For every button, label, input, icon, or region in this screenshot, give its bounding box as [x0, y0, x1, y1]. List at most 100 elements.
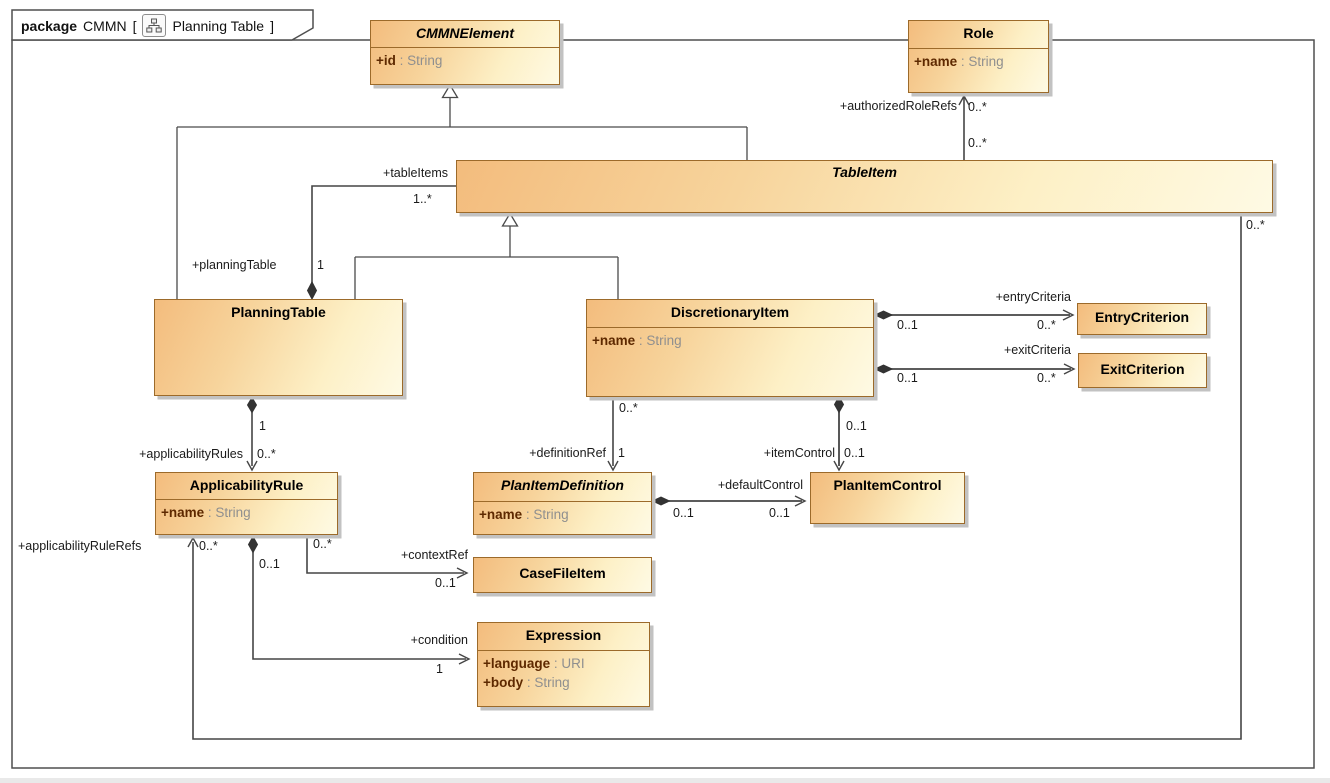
attribute-type: : String — [204, 505, 251, 520]
class-box-casefileitem: CaseFileItem — [473, 557, 652, 593]
multiplicity-itemcontrol-source: 0..1 — [846, 419, 867, 433]
class-box-tableitem: TableItem — [456, 160, 1273, 213]
attribute-name: +name — [914, 54, 958, 69]
multiplicity-applicabilityrules-target: 0..* — [257, 447, 276, 461]
composition-diamond-exitcriteria — [873, 364, 894, 374]
class-box-planitemdefinition: PlanItemDefinition +name : String — [473, 472, 652, 535]
class-title: EntryCriterion — [1094, 309, 1190, 325]
multiplicity-definitionref-target: 1 — [618, 446, 625, 460]
arrow-defaultcontrol — [794, 495, 807, 507]
package-keyword: package — [21, 17, 78, 34]
multiplicity-contextref-source: 0..* — [313, 537, 332, 551]
generalization-triangle-cmmnelement — [441, 83, 459, 99]
class-box-planitemcontrol: PlanItemControl — [810, 472, 965, 524]
role-label-planningtable: +planningTable — [192, 258, 277, 272]
generalization-to-tableitem — [354, 226, 619, 299]
class-title: Expression — [525, 627, 602, 643]
attribute-compartment: +name : String — [156, 499, 337, 522]
arrow-authorizedrolerefs — [958, 94, 970, 106]
attribute-type: : String — [635, 333, 682, 348]
class-title: Role — [963, 25, 994, 41]
composition-diamond-planningtable-bottom — [246, 396, 258, 414]
multiplicity-applicabilityrules-source: 1 — [259, 419, 266, 433]
multiplicity-condition-source: 0..1 — [259, 557, 280, 571]
attribute-type: : String — [395, 53, 443, 68]
role-label-contextref: +contextRef — [400, 548, 468, 562]
multiplicity-definitionref-source: 0..* — [619, 401, 638, 415]
arrow-applicabilityrulerefs — [187, 536, 199, 548]
attribute-compartment: +id : String — [371, 47, 559, 70]
package-tab: package CMMN [ Planning Table ] — [21, 14, 274, 37]
role-label-definitionref: +definitionRef — [529, 446, 606, 460]
class-box-cmmnelement: CMMNElement +id : String — [370, 20, 560, 85]
arrow-contextref — [456, 567, 469, 579]
multiplicity-condition-target: 1 — [436, 662, 443, 676]
class-box-entrycriterion: EntryCriterion — [1077, 303, 1207, 335]
class-title: PlanItemControl — [833, 477, 942, 493]
attribute-type: : String — [957, 54, 1004, 69]
multiplicity-entrycriteria-target: 0..* — [1037, 318, 1056, 332]
multiplicity-defaultcontrol-target: 0..1 — [769, 506, 790, 520]
arrow-condition — [458, 653, 471, 665]
multiplicity-applicabilityrulerefs-source: 0..* — [1246, 218, 1265, 232]
role-label-entrycriteria: +entryCriteria — [995, 290, 1071, 304]
multiplicity-tableitems: 1..* — [413, 192, 432, 206]
attribute-name: +body — [483, 675, 524, 690]
composition-diamond-planitemdefinition — [651, 496, 671, 506]
role-label-exitcriteria: +exitCriteria — [1003, 343, 1071, 357]
role-label-applicabilityrules: +applicabilityRules — [139, 447, 243, 461]
attribute-name: +name — [592, 333, 636, 348]
class-title: TableItem — [832, 164, 897, 180]
multiplicity-planningtable: 1 — [317, 258, 324, 272]
class-title: CMMNElement — [415, 25, 514, 41]
role-label-defaultcontrol: +defaultControl — [717, 478, 803, 492]
class-box-planningtable: PlanningTable — [154, 299, 403, 396]
multiplicity-contextref-target: 0..1 — [435, 576, 456, 590]
role-label-tableitems: +tableItems — [383, 166, 448, 180]
class-title: PlanItemDefinition — [501, 477, 624, 493]
composition-diamond-discretionaryitem-bottom — [833, 395, 845, 414]
role-label-applicabilityrulerefs: +applicabilityRuleRefs — [18, 539, 142, 553]
role-label-authorizedrolerefs: +authorizedRoleRefs — [839, 99, 957, 113]
association-tableitems — [311, 185, 456, 283]
role-label-condition: +condition — [410, 633, 468, 647]
bracket-open: [ — [132, 17, 137, 34]
arrow-applicabilityrules — [246, 460, 258, 472]
class-title: ApplicabilityRule — [189, 477, 304, 493]
arrow-exitcriteria — [1063, 363, 1076, 375]
class-diagram-icon — [142, 14, 167, 37]
association-condition — [252, 552, 466, 660]
attribute-type: : URI — [550, 656, 585, 671]
package-name: CMMN — [83, 17, 127, 34]
class-title: CaseFileItem — [519, 565, 606, 581]
multiplicity-defaultcontrol-source: 0..1 — [673, 506, 694, 520]
association-contextref — [306, 535, 464, 574]
multiplicity-entrycriteria-source: 0..1 — [897, 318, 918, 332]
diagram-name: Planning Table — [172, 17, 265, 34]
arrow-entrycriteria — [1062, 309, 1075, 321]
composition-diamond-entrycriteria — [873, 310, 894, 320]
attribute-name: +name — [161, 505, 205, 520]
multiplicity-exitcriteria-source: 0..1 — [897, 371, 918, 385]
class-title: ExitCriterion — [1100, 361, 1185, 377]
class-title: DiscretionaryItem — [670, 304, 790, 320]
multiplicity-applicabilityrulerefs-target: 0..* — [199, 539, 218, 553]
multiplicity-itemcontrol-target: 0..1 — [844, 446, 865, 460]
generalization-triangle-tableitem — [501, 212, 519, 227]
multiplicity-exitcriteria-target: 0..* — [1037, 371, 1056, 385]
class-box-role: Role +name : String — [908, 20, 1049, 93]
class-box-discretionaryitem: DiscretionaryItem +name : String — [586, 299, 874, 397]
class-box-expression: Expression +language : URI +body : Strin… — [477, 622, 650, 707]
attribute-compartment: +name : String — [909, 48, 1048, 71]
attribute-type: : String — [523, 675, 570, 690]
arrow-itemcontrol — [833, 460, 845, 472]
attribute-compartment: +language : URI +body : String — [478, 650, 649, 692]
class-box-exitcriterion: ExitCriterion — [1078, 353, 1207, 388]
multiplicity-authorizedrolerefs-target: 0..* — [968, 100, 987, 114]
association-applicabilityrulerefs — [192, 213, 1242, 740]
generalization-to-cmmnelement — [176, 97, 748, 299]
attribute-compartment: +name : String — [474, 501, 651, 524]
role-label-itemcontrol: +itemControl — [763, 446, 835, 460]
